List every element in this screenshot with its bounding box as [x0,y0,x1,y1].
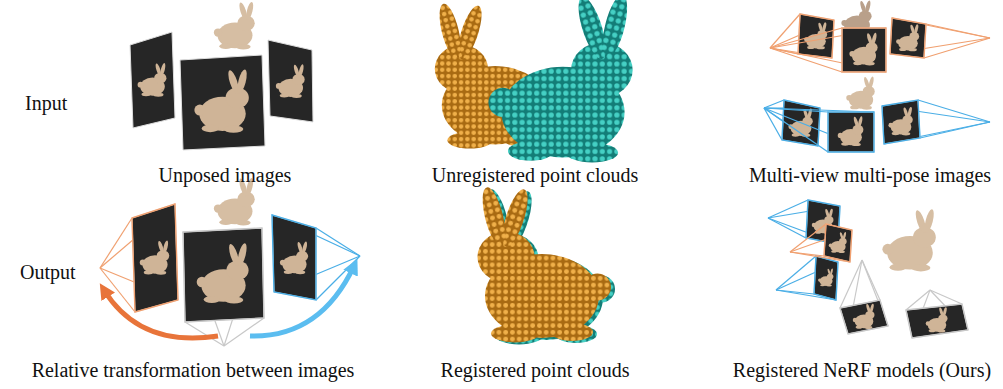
bunny-photo [838,116,864,146]
image-panel [890,18,926,58]
frustum-frame [132,204,178,312]
bunny-object [214,1,255,49]
image-panel [906,304,968,338]
bunny-photo [140,240,169,275]
image-panel [268,40,313,122]
transform-arrow [250,266,354,336]
row-label: Input [25,92,67,114]
panel-caption: Registered point clouds [441,359,630,381]
frustum-frame [890,18,926,58]
camera-frustum [183,228,264,346]
frustum-frame [828,112,874,152]
panel-caption: Registered NeRF models (Ours) [733,359,991,381]
camera-frustum [906,290,968,338]
image-panel [840,300,888,334]
image-panel [814,256,838,300]
bunny-photo [276,64,305,98]
image-panel [272,215,316,300]
panel-caption: Relative transformation between images [32,359,355,381]
bunny-photo [829,232,847,253]
point-cloud-teal [488,0,632,162]
frustum-frame [824,224,852,262]
panel-caption: Unregistered point clouds [432,164,639,186]
image-panel [798,14,834,58]
bunny-photo [926,307,948,333]
camera-frustum [790,224,852,262]
frustum-frame [814,256,838,300]
bunny-photo [194,69,248,133]
frustum-frame [906,304,968,338]
image-panel [882,100,920,144]
camera-frustum [764,100,820,146]
bunny-photo [849,32,877,65]
camera-frustum [764,108,874,152]
bunny-object [882,208,935,271]
bunny-photo [138,63,167,97]
image-panel [828,112,874,152]
image-panel [824,224,852,262]
bunny-photo [896,24,919,51]
point-cloud-orange [478,185,612,342]
row-label: Output [20,261,76,283]
camera-frustum [770,28,886,72]
panel-caption: Unposed images [159,164,292,186]
transform-arrow [104,290,218,338]
bunny-photo [853,303,875,329]
camera-frustum [890,18,990,58]
frustum-frame [882,100,920,144]
bunny-photo [818,268,833,286]
camera-frustum [776,256,838,300]
panel-caption: Multi-view multi-pose images [749,164,991,186]
frustum-frame [183,228,264,322]
camera-frustum [100,204,178,312]
bunny-photo [197,242,249,303]
camera-frustum [840,260,888,334]
bunny-photo [280,241,308,274]
camera-frustum [882,100,990,144]
image-panel [130,32,175,128]
camera-frustum [272,215,360,300]
image-panel [180,55,265,150]
image-panel [183,228,264,322]
image-panel [842,28,886,72]
frustum-frame [842,28,886,72]
bunny-photo [888,107,912,136]
frustum-frame [272,215,316,300]
frustum-frame [798,14,834,58]
frustum-frame [840,300,888,334]
image-panel [132,204,178,312]
bunny-object [846,76,874,110]
